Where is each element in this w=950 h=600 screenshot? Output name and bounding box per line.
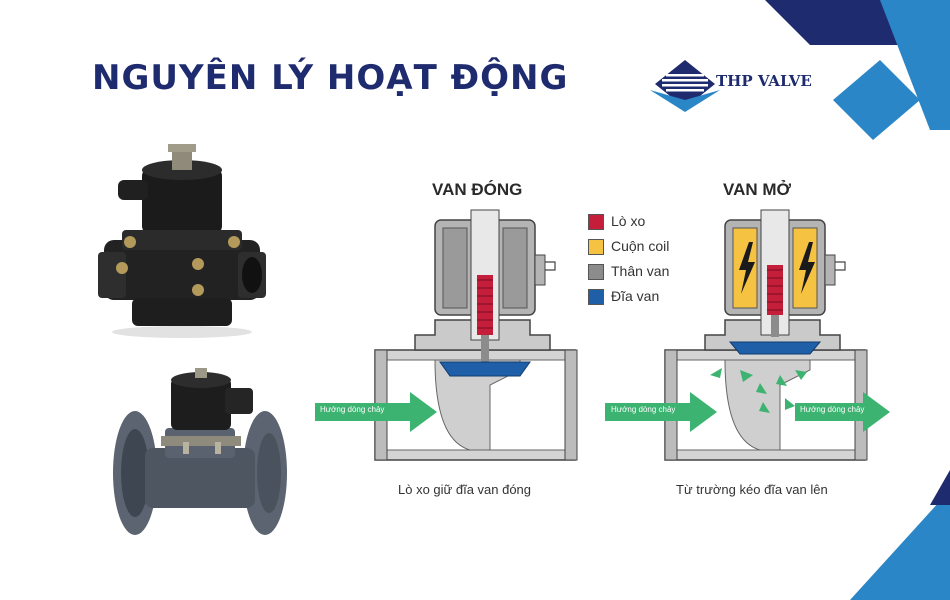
valve-diagram — [315, 209, 890, 461]
open-caption: Từ trường kéo đĩa van lên — [676, 482, 828, 497]
legend-swatch-coil — [588, 239, 604, 255]
top-right-diamond-shape — [833, 60, 920, 140]
bottom-right-navy-shape — [930, 470, 950, 505]
legend-label-disc: Đĩa van — [611, 288, 660, 304]
closed-valve-label: VAN ĐÓNG — [432, 180, 523, 199]
closed-disc — [439, 361, 531, 377]
flanged-solenoid-valve-photo — [113, 368, 287, 535]
legend-swatch-body — [588, 264, 604, 280]
lightning-icon — [739, 242, 755, 294]
open-flow-arrow-out — [795, 392, 890, 432]
legend-swatch-spring — [588, 214, 604, 230]
closed-caption: Lò xo giữ đĩa van đóng — [398, 482, 532, 497]
page-title: NGUYÊN LÝ HOẠT ĐỘNG — [92, 58, 569, 98]
bottom-right-blue-shape — [850, 490, 950, 600]
open-valve-label: VAN MỞ — [723, 180, 792, 199]
closed-flow-text: Hướng dòng chảy — [320, 405, 385, 414]
lightning-icon — [799, 242, 815, 294]
threaded-solenoid-valve-photo — [98, 144, 266, 338]
legend-label-coil: Cuộn coil — [611, 238, 670, 254]
closed-spring — [477, 275, 493, 335]
open-disc — [728, 341, 822, 355]
top-right-blue-shape — [880, 0, 950, 130]
open-valve-diagram — [605, 209, 890, 461]
open-flow-arrow-in — [605, 392, 717, 432]
open-spring — [767, 265, 783, 315]
open-flow-out-text: Hướng dòng chảy — [800, 405, 865, 414]
legend-swatch-disc — [588, 289, 604, 305]
closed-flow-arrow — [315, 392, 437, 432]
brand-name: THP VALVE — [716, 72, 812, 90]
legend-label-spring: Lò xo — [611, 213, 646, 229]
legend-label-body: Thân van — [611, 263, 670, 279]
open-internal-flow-arrows — [710, 368, 807, 413]
closed-valve-diagram — [315, 209, 578, 461]
open-flow-in-text: Hướng dòng chảy — [611, 405, 676, 414]
brand-logo — [650, 60, 720, 112]
